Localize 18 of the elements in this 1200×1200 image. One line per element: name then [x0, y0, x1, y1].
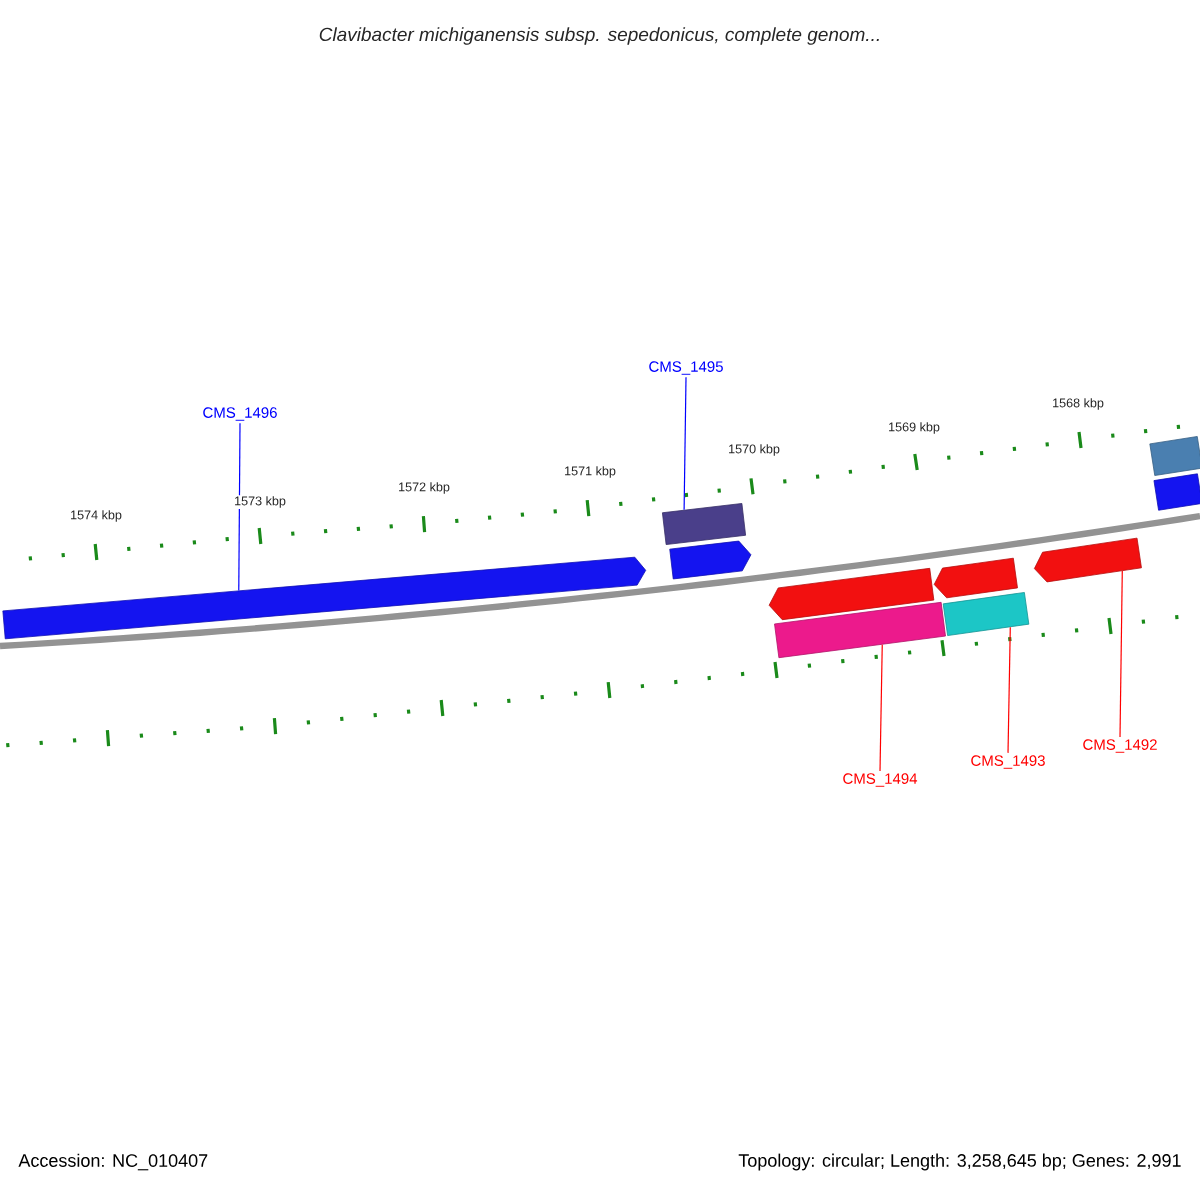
leader-line	[1119, 570, 1123, 738]
gene-feature	[1153, 473, 1200, 511]
footer-text: Accession: NC_010407	[18, 1153, 208, 1171]
gene-feature	[942, 592, 1030, 636]
gene-feature	[768, 567, 935, 621]
gene-feature	[1149, 436, 1200, 476]
leader-line	[683, 376, 687, 511]
gene-feature	[669, 540, 752, 580]
gene-feature	[774, 601, 946, 659]
footer-text: Topology: circular; Length: 3,258,645 bp; Genes: 2,991	[738, 1153, 1181, 1171]
leader-line	[238, 422, 241, 592]
leader-line	[879, 644, 883, 772]
leader-line	[1007, 626, 1011, 754]
gene-feature	[933, 557, 1018, 599]
gene-feature	[662, 503, 746, 545]
title: Clavibacter michiganensis subsp. sepedonicus, complete genom...	[319, 27, 879, 45]
gene-feature	[1034, 537, 1142, 583]
gene-feature	[2, 556, 647, 640]
